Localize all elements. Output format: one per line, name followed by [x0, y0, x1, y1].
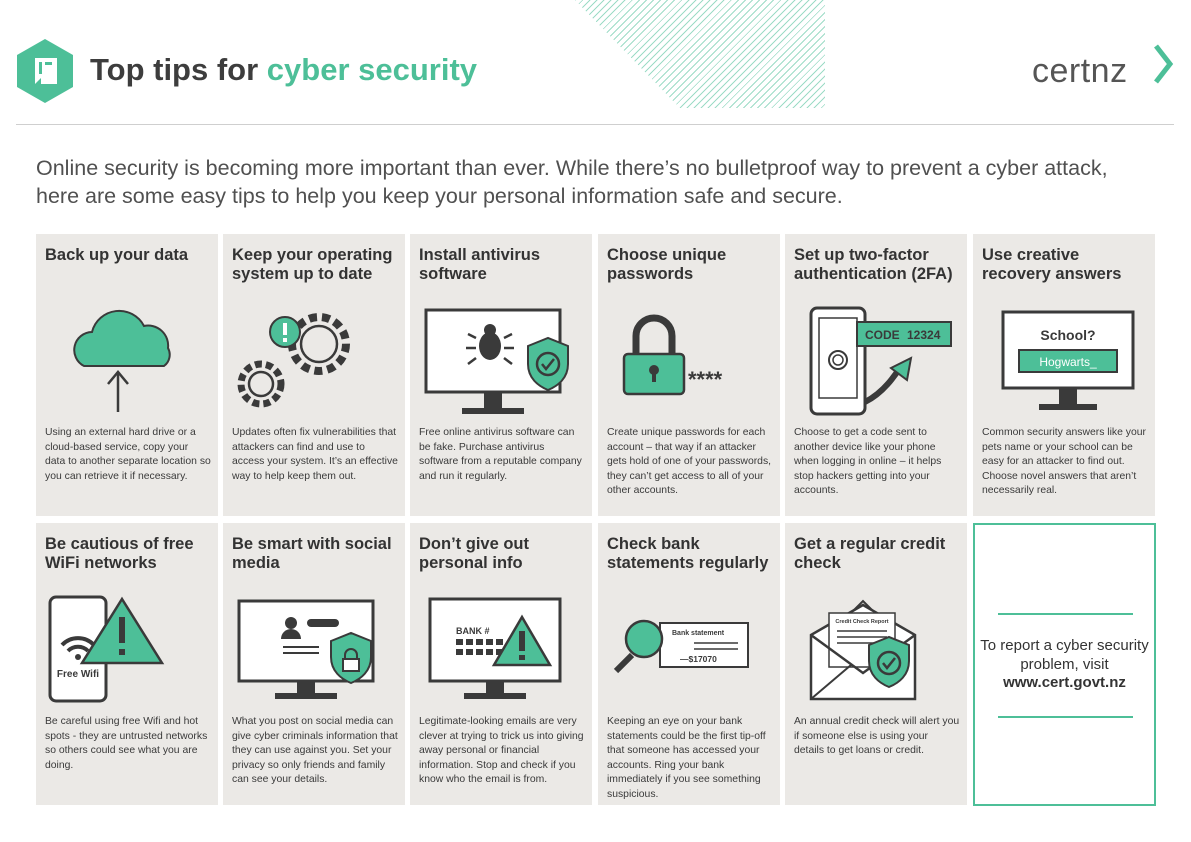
tip-title: Check bank statements regularly: [607, 535, 769, 572]
bank-amount-text: —$17070: [680, 654, 717, 664]
tip-card-2fa: Set up two-factor authentication (2FA) C…: [785, 234, 967, 516]
tip-description: Updates often fix vulnerabilities that a…: [232, 427, 398, 482]
phone-code-icon: CODE 12324: [809, 306, 952, 416]
school-question-text: School?: [1040, 327, 1095, 343]
tip-title: Be cautious of free WiFi networks: [45, 535, 194, 572]
header-divider: [16, 124, 1174, 125]
decorative-hatch: [575, 0, 825, 108]
title-accent: cyber security: [266, 52, 478, 87]
cert-hexagon-logo-icon: [17, 39, 73, 103]
tip-card-backup: Back up your data Using an external hard…: [36, 234, 218, 516]
tip-title: Be smart with social media: [232, 535, 392, 572]
tip-card-social: Be smart with social media What you post…: [223, 523, 405, 805]
report-divider-top: [998, 613, 1133, 615]
tip-title: Get a regular credit check: [794, 535, 946, 572]
report-divider-bottom: [998, 716, 1133, 718]
tip-description: Be careful using free Wifi and hot spots…: [45, 716, 208, 771]
bank-number-text: BANK #: [456, 626, 490, 636]
credit-report-text: Credit Check Report: [835, 619, 888, 625]
tip-description: Choose to get a code sent to another dev…: [794, 427, 942, 496]
tip-description: An annual credit check will alert you if…: [794, 716, 960, 756]
bank-statement-text: Bank statement: [672, 630, 725, 637]
envelope-report-icon: Credit Check Report: [809, 599, 917, 701]
code-label-text: CODE: [865, 328, 900, 342]
tip-title: Use creative recovery answers: [982, 246, 1122, 283]
tip-description: Free online antivirus software can be fa…: [419, 427, 582, 482]
tip-card-credit-check: Get a regular credit check Credit Check …: [785, 523, 967, 805]
tip-description: Common security answers like your pets n…: [982, 427, 1146, 496]
tip-card-passwords: Choose unique passwords **** Create uniq…: [598, 234, 780, 516]
report-text: To report a cyber security problem, visi…: [980, 637, 1149, 673]
padlock-icon: ****: [622, 314, 723, 396]
title-part1: Top tips for: [90, 52, 267, 87]
tip-description: What you post on social media can give c…: [232, 716, 398, 785]
tip-description: Create unique passwords for each account…: [607, 427, 772, 496]
report-box: To report a cyber security problem, visi…: [973, 523, 1156, 806]
tip-title: Back up your data: [45, 246, 189, 264]
monitor-bank-warning-icon: BANK #: [428, 597, 562, 699]
report-link[interactable]: www.cert.govt.nz: [1003, 674, 1126, 691]
school-answer-text: Hogwarts_: [1039, 355, 1097, 369]
tip-title: Keep your operating system up to date: [232, 246, 393, 283]
cloud-upload-icon: [73, 309, 171, 412]
tip-card-recovery: Use creative recovery answers School? Ho…: [973, 234, 1155, 516]
free-wifi-text: Free Wifi: [57, 669, 99, 680]
page-title: Top tips for cyber security: [90, 52, 477, 88]
magnifier-statement-icon: Bank statement —$17070: [613, 619, 749, 674]
tip-card-wifi: Be cautious of free WiFi networks Free W…: [36, 523, 218, 805]
tip-card-os-update: Keep your operating system up to date Up…: [223, 234, 405, 516]
monitor-bug-shield-icon: [424, 308, 569, 414]
tip-title: Don’t give out personal info: [419, 535, 529, 572]
monitor-profile-lock-icon: [237, 599, 375, 699]
tip-title: Choose unique passwords: [607, 246, 727, 283]
tip-title: Set up two-factor authentication (2FA): [794, 246, 953, 283]
gears-icon: [237, 313, 350, 408]
tip-description: Keeping an eye on your bank statements c…: [607, 716, 766, 800]
password-mask-text: ****: [688, 367, 723, 392]
intro-text: Online security is becoming more importa…: [36, 156, 1108, 208]
monitor-question-icon: School? Hogwarts_: [1001, 310, 1135, 410]
code-value-text: 12324: [907, 328, 941, 342]
tip-description: Using an external hard drive or a cloud-…: [45, 427, 211, 482]
certnz-brand: certnz: [1032, 52, 1128, 90]
tip-description: Legitimate-looking emails are very cleve…: [419, 716, 584, 785]
tip-title: Install antivirus software: [419, 246, 541, 283]
tip-card-bank-statements: Check bank statements regularly Bank sta…: [598, 523, 780, 805]
tip-card-personal-info: Don’t give out personal info BANK # Legi…: [410, 523, 592, 805]
tip-card-antivirus: Install antivirus software Free online a…: [410, 234, 592, 516]
chevron-right-icon: [1154, 44, 1174, 84]
wifi-warning-icon: Free Wifi: [48, 595, 165, 703]
